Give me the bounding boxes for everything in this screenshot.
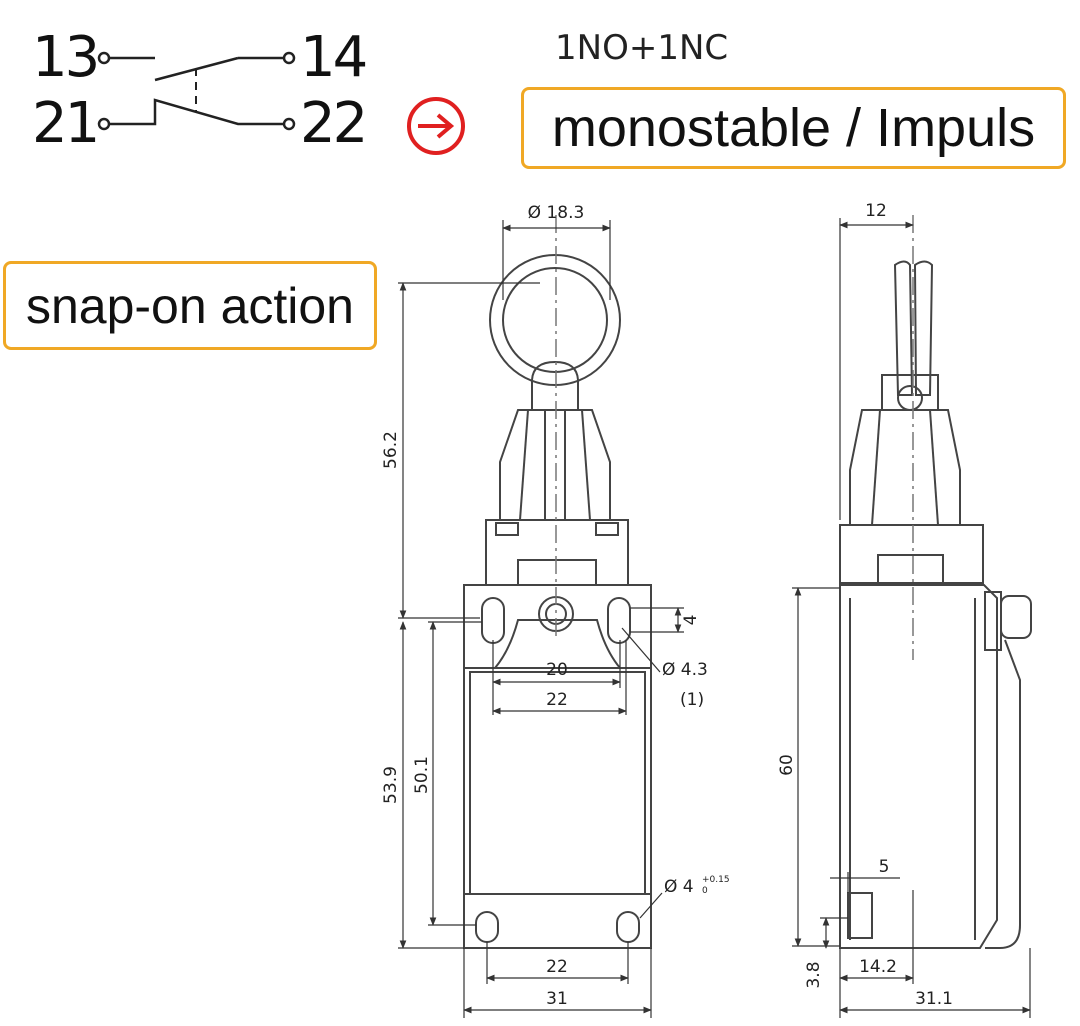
dim-hole-spacing-outer: 22 <box>546 690 568 710</box>
side-view <box>839 260 1032 949</box>
terminal-14: 14 <box>300 25 368 90</box>
dim-slot-pitch: 4 <box>681 615 701 626</box>
action-mode-label: monostable / Impuls <box>551 98 1036 158</box>
dimension-lines <box>398 218 1031 1018</box>
dim-bottom-pitch: 22 <box>546 957 568 977</box>
dim-side-width: 12 <box>865 201 887 221</box>
contact-type: 1NO+1NC <box>555 28 729 68</box>
dim-side-depth: 3.8 <box>804 961 824 988</box>
front-view <box>463 254 652 949</box>
dim-head-height: 56.2 <box>381 431 401 469</box>
circle-arrow-icon <box>407 97 465 155</box>
dim-side-height: 60 <box>777 754 797 776</box>
dim-ring-diameter: Ø 18.3 <box>528 203 585 223</box>
terminal-22: 22 <box>300 91 368 156</box>
contact-symbol <box>97 51 296 131</box>
dim-hole-diameter: Ø 4.3 <box>662 660 708 680</box>
dim-tol-upper: +0.15 <box>702 875 730 885</box>
dim-side-offset: 5 <box>879 857 890 877</box>
dim-bottom-hole-diameter: Ø 4 <box>664 877 694 897</box>
snap-action-label: snap-on action <box>25 277 354 334</box>
dim-note: (1) <box>680 690 704 710</box>
dim-side-total: 31.1 <box>915 989 953 1009</box>
snap-action-badge: snap-on action <box>3 261 377 350</box>
dim-body-height: 53.9 <box>381 766 401 804</box>
dim-mount-height: 50.1 <box>412 756 432 794</box>
terminal-21: 21 <box>32 91 100 156</box>
dim-side-center: 14.2 <box>859 957 897 977</box>
dim-total-width: 31 <box>546 989 568 1009</box>
dim-hole-spacing-inner: 20 <box>546 660 568 680</box>
action-mode-badge: monostable / Impuls <box>521 87 1066 169</box>
dim-tol-lower: 0 <box>702 886 708 896</box>
terminal-13: 13 <box>32 25 100 90</box>
